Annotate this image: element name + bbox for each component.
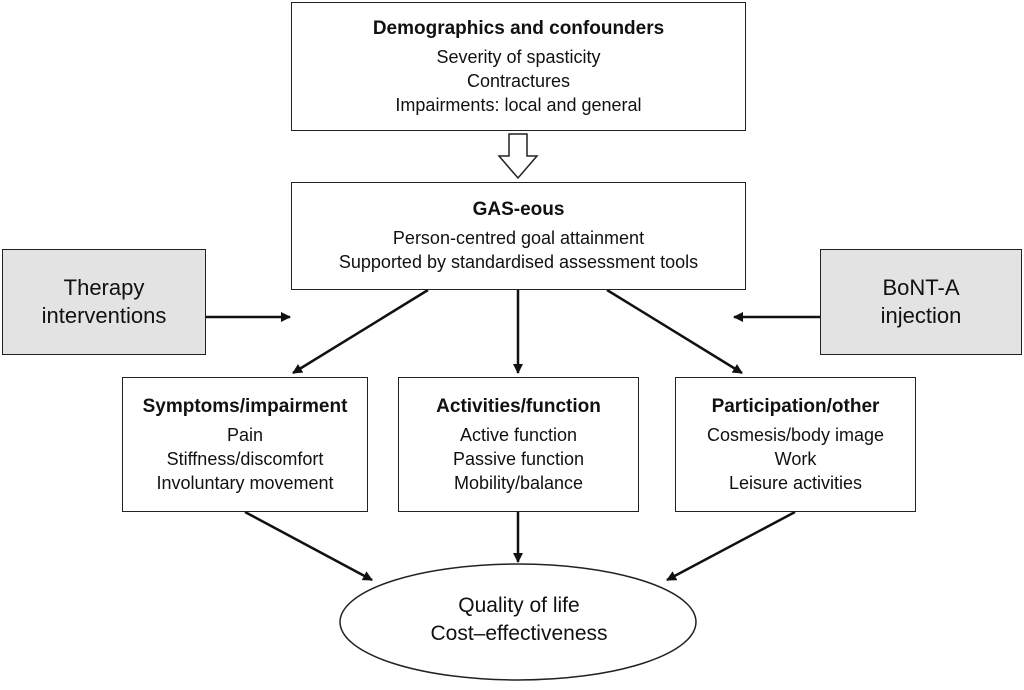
demographics-line-3: Impairments: local and general <box>395 94 642 115</box>
arrow-symptoms-to-outcome <box>244 510 373 582</box>
bont-a-injection-box: BoNT-A injection <box>820 249 1022 355</box>
participation-line-2: Work <box>774 448 817 469</box>
bont-line-2: injection <box>880 303 962 328</box>
gas-eous-box: GAS-eous Person-centred goal attainment … <box>291 182 746 290</box>
activities-function-box: Activities/function Active function Pass… <box>398 377 639 512</box>
outcome-text: Quality of life Cost–effectiveness <box>340 592 698 648</box>
arrow-gas-to-symptoms <box>292 288 429 375</box>
arrow-participation-to-outcome <box>666 510 796 582</box>
symptoms-heading: Symptoms/impairment <box>142 395 348 417</box>
outcome-ellipse <box>339 563 697 681</box>
participation-line-3: Leisure activities <box>728 472 863 493</box>
activities-line-3: Mobility/balance <box>453 472 584 493</box>
outcome-line-1: Quality of life <box>458 594 580 617</box>
symptoms-line-2: Stiffness/discomfort <box>166 448 324 469</box>
therapy-line-1: Therapy <box>63 275 145 300</box>
activities-heading: Activities/function <box>436 395 601 417</box>
activities-line-1: Active function <box>459 424 578 445</box>
demographics-box: Demographics and confounders Severity of… <box>291 2 746 131</box>
gas-eous-line-1: Person-centred goal attainment <box>392 228 645 248</box>
symptoms-impairment-box: Symptoms/impairment Pain Stiffness/disco… <box>122 377 368 512</box>
bont-line-1: BoNT-A <box>882 275 960 300</box>
activities-line-2: Passive function <box>452 448 585 469</box>
hollow-down-arrow <box>497 133 539 180</box>
demographics-heading: Demographics and confounders <box>372 17 665 39</box>
gas-eous-heading: GAS-eous <box>472 199 565 220</box>
demographics-line-2: Contractures <box>466 70 571 91</box>
outcome-line-2: Cost–effectiveness <box>430 622 608 645</box>
gas-eous-line-2: Supported by standardised assessment too… <box>338 252 699 272</box>
arrow-gas-to-participation <box>606 288 743 375</box>
therapy-line-2: interventions <box>41 303 167 328</box>
participation-line-1: Cosmesis/body image <box>706 424 885 445</box>
participation-other-box: Participation/other Cosmesis/body image … <box>675 377 916 512</box>
symptoms-line-3: Involuntary movement <box>156 472 334 493</box>
symptoms-line-1: Pain <box>226 424 264 445</box>
therapy-interventions-box: Therapy interventions <box>2 249 206 355</box>
participation-heading: Participation/other <box>711 395 880 417</box>
demographics-line-1: Severity of spasticity <box>436 46 601 67</box>
